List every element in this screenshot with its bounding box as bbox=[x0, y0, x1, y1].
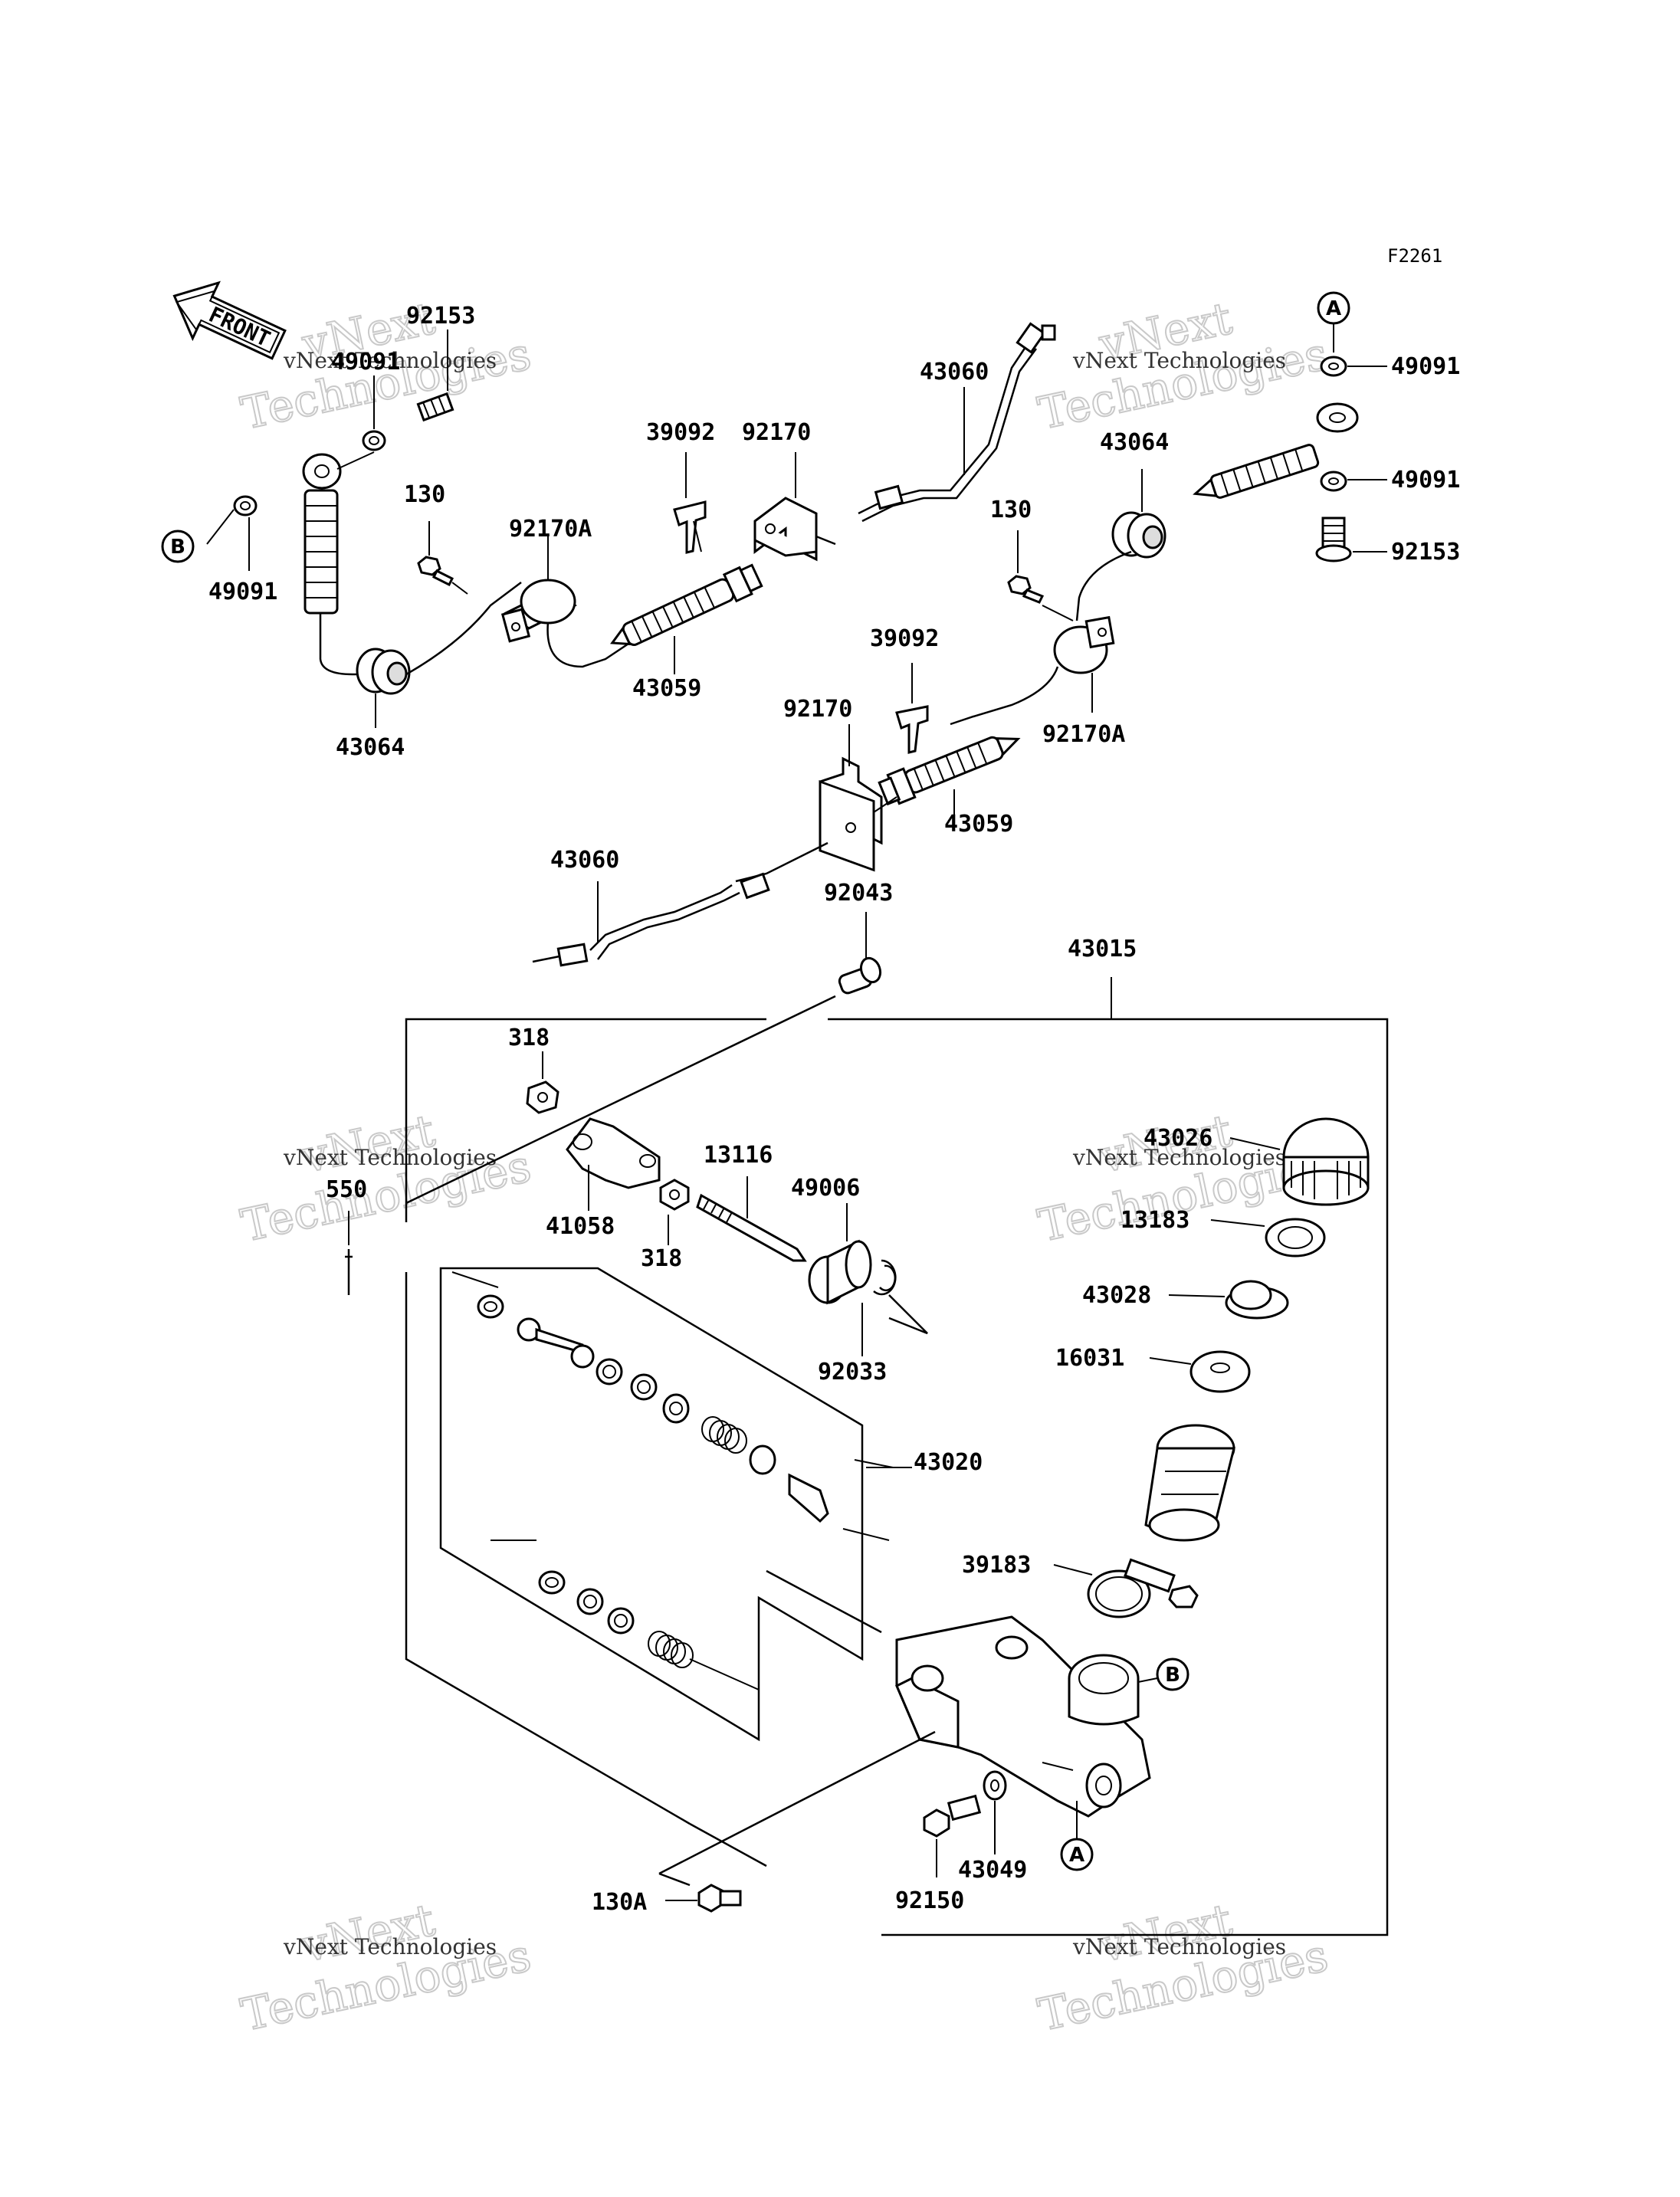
callout-b-top: B bbox=[161, 530, 195, 563]
label-92170-top: 92170 bbox=[742, 419, 811, 446]
small-fasteners bbox=[665, 1770, 1007, 1913]
top-mid-assembly bbox=[610, 322, 1056, 674]
label-43064-right: 43064 bbox=[1100, 429, 1169, 456]
label-43060-top: 43060 bbox=[920, 359, 989, 385]
boot-49006 bbox=[808, 1203, 928, 1356]
label-318-bot: 318 bbox=[641, 1245, 682, 1272]
label-43059-top: 43059 bbox=[632, 675, 701, 702]
svg-text:B: B bbox=[170, 536, 185, 559]
watermark-small-1: vNext Technologies bbox=[283, 348, 497, 373]
callout-a-bottom: A bbox=[1060, 1801, 1094, 1871]
label-43020: 43020 bbox=[914, 1449, 983, 1476]
label-39092-mid: 39092 bbox=[870, 625, 939, 652]
watermark-small-6: vNext Technologies bbox=[1072, 1934, 1286, 1959]
label-92150: 92150 bbox=[895, 1887, 964, 1914]
callout-b-bottom: B bbox=[1156, 1658, 1189, 1691]
label-39183: 39183 bbox=[962, 1552, 1031, 1579]
mid-hose-assembly bbox=[532, 663, 1021, 967]
label-92170A-right: 92170A bbox=[1042, 721, 1125, 748]
watermark-small-3: vNext Technologies bbox=[283, 1145, 497, 1170]
label-130-right: 130 bbox=[990, 497, 1032, 523]
svg-text:B: B bbox=[1165, 1664, 1180, 1687]
label-43064-left: 43064 bbox=[336, 734, 405, 761]
label-318-top: 318 bbox=[508, 1025, 550, 1051]
pin-92043 bbox=[838, 912, 882, 995]
label-43060-bot: 43060 bbox=[550, 847, 619, 874]
label-39092-top: 39092 bbox=[646, 419, 715, 446]
watermark-small-4: vNext Technologies bbox=[1072, 1145, 1286, 1170]
front-arrow-icon: FRONT bbox=[172, 280, 287, 360]
label-92043: 92043 bbox=[824, 880, 893, 907]
figure-code: F2261 bbox=[1387, 245, 1442, 267]
label-550: 550 bbox=[326, 1176, 367, 1203]
left-clamp-assembly bbox=[417, 521, 629, 668]
label-13183: 13183 bbox=[1121, 1207, 1189, 1234]
left-hose-assembly bbox=[206, 330, 522, 728]
label-130A: 130A bbox=[592, 1889, 647, 1916]
label-16031: 16031 bbox=[1055, 1345, 1124, 1372]
assembly-frame-43015 bbox=[405, 977, 1389, 1936]
label-92170-mid: 92170 bbox=[783, 696, 852, 723]
part-labels: 92153 49091 49091 43064 130 92170A 39092… bbox=[208, 303, 1460, 1916]
label-43015: 43015 bbox=[1068, 936, 1137, 962]
right-hose-assembly: A bbox=[950, 291, 1387, 726]
watermark-small-2: vNext Technologies bbox=[1072, 348, 1286, 373]
watermark-small-5: vNext Technologies bbox=[283, 1934, 497, 1959]
label-49091-left-top: 49091 bbox=[331, 349, 400, 375]
callout-a-top: A bbox=[1326, 297, 1341, 320]
label-43059-mid: 43059 bbox=[944, 811, 1013, 838]
label-49091-right-top: 49091 bbox=[1391, 353, 1460, 380]
label-13116: 13116 bbox=[704, 1142, 773, 1169]
label-92153-right: 92153 bbox=[1391, 539, 1460, 566]
label-49091-right-bot: 49091 bbox=[1391, 467, 1460, 494]
master-cylinder-body bbox=[658, 1569, 1158, 1887]
label-130-left: 130 bbox=[404, 481, 445, 508]
label-43049: 43049 bbox=[958, 1857, 1027, 1884]
piston-kit-43020 bbox=[439, 1267, 912, 1742]
label-92033: 92033 bbox=[818, 1359, 887, 1385]
label-92170A-left: 92170A bbox=[509, 516, 592, 543]
label-49091-left-bot: 49091 bbox=[208, 579, 277, 605]
svg-text:A: A bbox=[1069, 1844, 1084, 1867]
label-43028: 43028 bbox=[1082, 1282, 1151, 1309]
clevis-assembly bbox=[345, 1051, 690, 1295]
label-92153-left: 92153 bbox=[406, 303, 475, 330]
pushrod-13116 bbox=[696, 1176, 807, 1262]
label-41058: 41058 bbox=[546, 1213, 615, 1240]
label-49006: 49006 bbox=[791, 1175, 860, 1202]
label-43026: 43026 bbox=[1144, 1125, 1212, 1152]
reservoir-parts bbox=[1053, 1117, 1370, 1618]
